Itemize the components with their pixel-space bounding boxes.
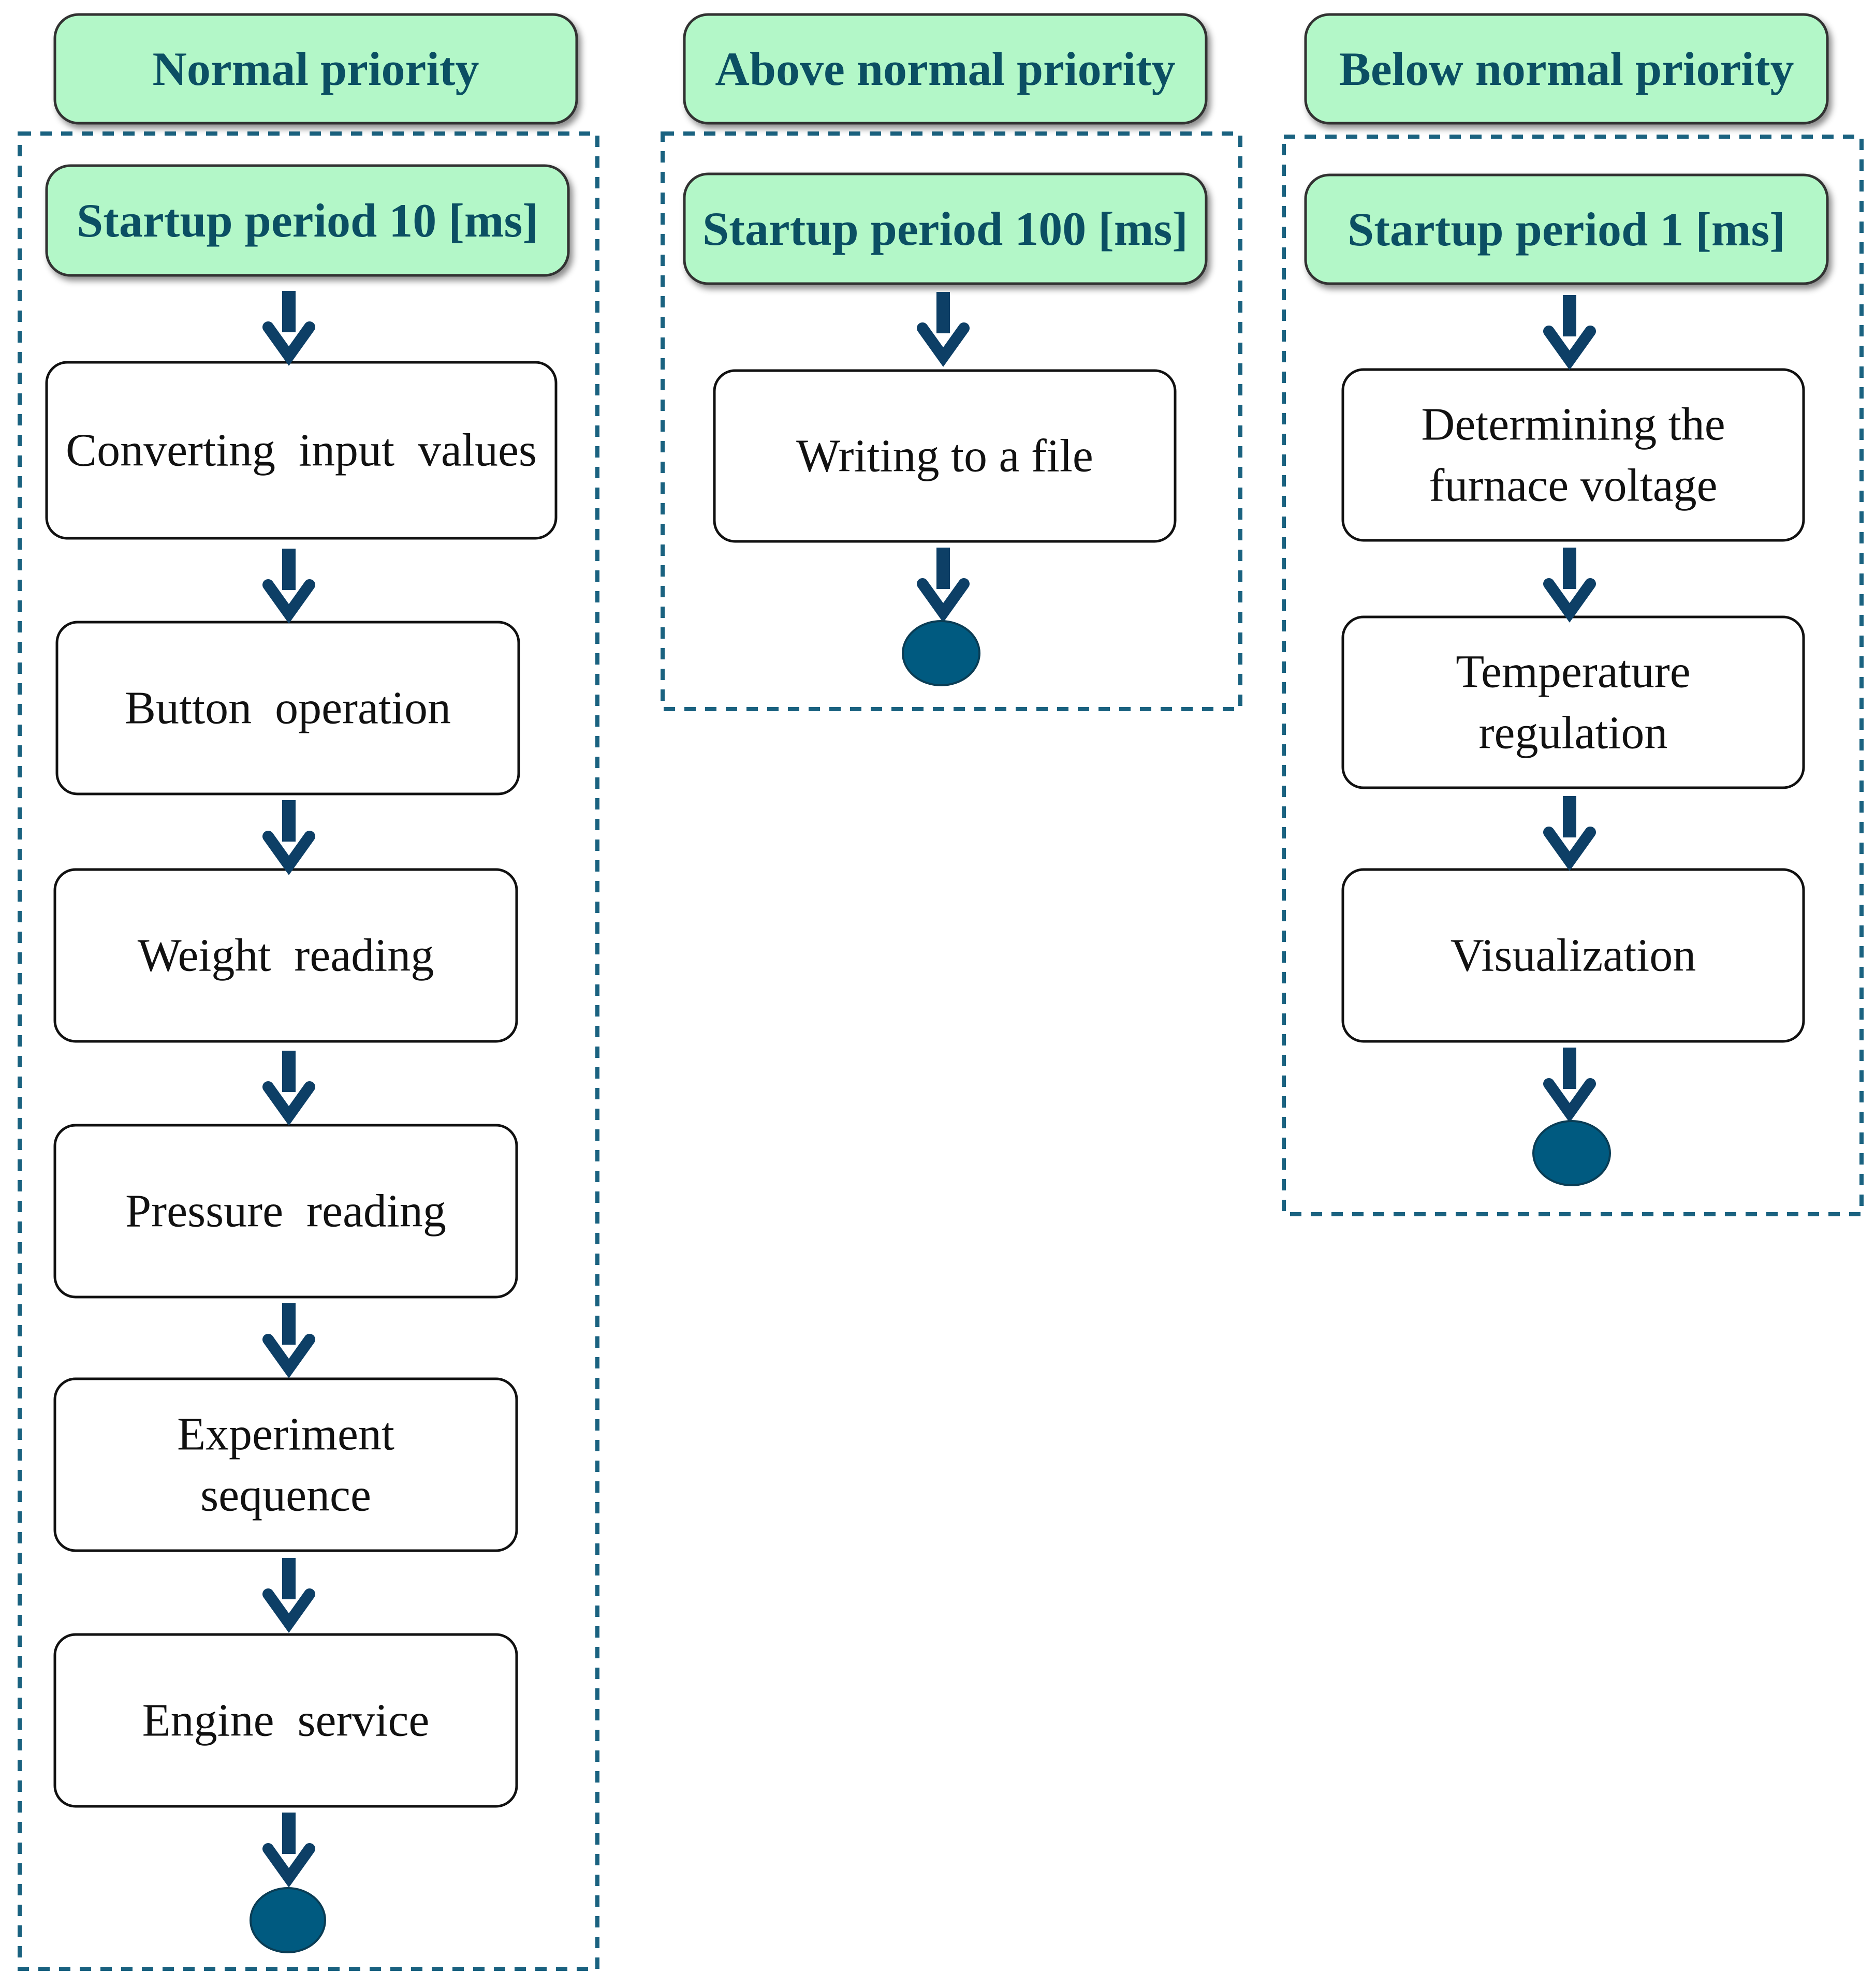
end-node-icon (1532, 1120, 1611, 1186)
flow-arrow-icon (1543, 548, 1596, 623)
flow-arrow-icon (262, 1303, 315, 1378)
task-label-line: Determining the (1421, 399, 1725, 450)
flow-arrow-icon (1543, 796, 1596, 871)
task-label-line: Engine service (142, 1695, 430, 1746)
startup-period-header: Startup period 10 [ms] (45, 164, 570, 277)
flow-arrow-icon (917, 292, 970, 367)
priority-group-border (661, 131, 1242, 711)
flow-arrow-icon (262, 291, 315, 366)
startup-period-label: Startup period 100 [ms] (702, 202, 1188, 255)
priority-header: Above normal priority (683, 13, 1208, 125)
task-box: Converting input values (45, 361, 558, 540)
startup-period-label: Startup period 10 [ms] (77, 194, 538, 247)
startup-period-header: Startup period 1 [ms] (1304, 173, 1829, 285)
flow-arrow-icon (262, 800, 315, 875)
task-label-line: regulation (1479, 708, 1668, 759)
task-box: Visualization (1341, 868, 1805, 1043)
task-box: Temperature regulation (1341, 615, 1805, 789)
task-label-line: Weight reading (138, 930, 434, 981)
task-label-line: furnace voltage (1429, 460, 1717, 511)
flow-arrow-icon (262, 549, 315, 624)
flow-arrow-icon (1543, 1048, 1596, 1123)
task-box: Writing to a file (713, 369, 1177, 543)
task-label-line: Experiment (177, 1409, 394, 1460)
flow-arrow-icon (1543, 295, 1596, 370)
priority-header-label: Normal priority (152, 42, 479, 95)
flow-arrow-icon (262, 1558, 315, 1633)
end-node-icon (250, 1887, 326, 1953)
task-label-line: Visualization (1451, 930, 1696, 981)
priority-group-border (18, 131, 599, 1971)
task-label-line: Pressure reading (125, 1186, 446, 1237)
task-box: Engine service (53, 1633, 518, 1808)
end-node-icon (902, 620, 980, 686)
task-label-line: Button operation (125, 683, 451, 734)
task-label-line: sequence (200, 1470, 371, 1521)
priority-header: Below normal priority (1304, 13, 1829, 125)
flow-arrow-icon (262, 1051, 315, 1126)
priority-header: Normal priority (53, 13, 578, 125)
task-box: Pressure reading (53, 1124, 518, 1299)
task-label-line: Converting input values (66, 425, 537, 476)
task-box: Button operation (55, 621, 520, 796)
task-label-line: Writing to a file (796, 431, 1093, 482)
flow-arrow-icon (917, 548, 970, 623)
priority-header-label: Below normal priority (1339, 42, 1794, 95)
task-box: Experiment sequence (53, 1377, 518, 1552)
task-box: Determining the furnace voltage (1341, 368, 1805, 542)
startup-period-label: Startup period 1 [ms] (1347, 203, 1785, 256)
task-label-line: Temperature (1456, 646, 1690, 698)
flow-arrow-icon (262, 1813, 315, 1888)
startup-period-header: Startup period 100 [ms] (683, 172, 1208, 285)
priority-header-label: Above normal priority (715, 42, 1175, 95)
task-box: Weight reading (53, 868, 518, 1043)
